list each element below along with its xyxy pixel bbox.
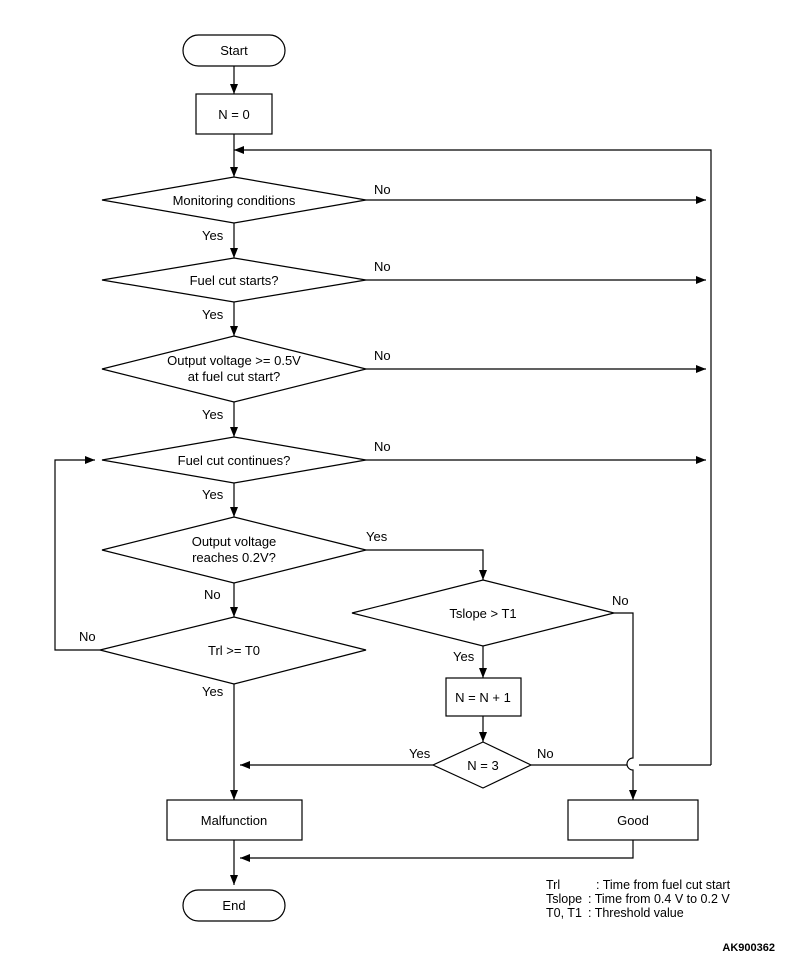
legend-def-trl: : Time from fuel cut start: [596, 878, 731, 892]
n-equals-3-label: N = 3: [467, 758, 498, 773]
label-fuel-cut-starts-no: No: [374, 259, 391, 274]
decision-n-equals-3: N = 3: [431, 741, 533, 789]
figure-code: AK900362: [722, 942, 775, 954]
legend-def-tslope: : Time from 0.4 V to 0.2 V: [588, 892, 730, 906]
decision-tslope: Tslope > T1: [351, 579, 615, 647]
decision-reaches-voltage: Output voltage reaches 0.2V?: [101, 516, 367, 584]
fuel-cut-continues-label: Fuel cut continues?: [178, 453, 291, 468]
label-fuel-cut-continues-yes: Yes: [202, 487, 224, 502]
label-reaches-no: No: [204, 587, 221, 602]
tslope-label: Tslope > T1: [449, 606, 516, 621]
increment-label: N = N + 1: [455, 690, 511, 705]
label-trl-yes: Yes: [202, 684, 224, 699]
malfunction-label: Malfunction: [201, 813, 267, 828]
edges: [54, 66, 712, 885]
node-start: Start: [182, 34, 286, 67]
label-output-voltage-yes: Yes: [202, 407, 224, 422]
node-malfunction: Malfunction: [166, 799, 303, 841]
label-tslope-yes: Yes: [453, 649, 475, 664]
label-n-equals-3-no: No: [537, 746, 554, 761]
label-n-equals-3-yes: Yes: [409, 746, 431, 761]
decision-fuel-cut-continues: Fuel cut continues?: [101, 436, 367, 484]
edge-good-to-merge: [240, 840, 634, 862]
decision-monitoring: Monitoring conditions: [101, 176, 367, 224]
edge-reaches-yes: [366, 549, 487, 580]
label-monitoring-yes: Yes: [202, 228, 224, 243]
fuel-cut-starts-label: Fuel cut starts?: [190, 273, 279, 288]
label-reaches-yes: Yes: [366, 529, 388, 544]
start-label: Start: [220, 43, 248, 58]
node-increment: N = N + 1: [445, 677, 522, 717]
label-tslope-no: No: [612, 593, 629, 608]
legend-term-trl: Trl: [546, 878, 560, 892]
label-fuel-cut-starts-yes: Yes: [202, 307, 224, 322]
legend-term-tslope: Tslope: [546, 892, 582, 906]
reaches-label-line1: Output voltage: [192, 534, 277, 549]
good-label: Good: [617, 813, 649, 828]
init-label: N = 0: [218, 107, 249, 122]
node-end: End: [182, 889, 286, 922]
label-fuel-cut-continues-no: No: [374, 439, 391, 454]
label-output-voltage-no: No: [374, 348, 391, 363]
output-voltage-label-line1: Output voltage >= 0.5V: [167, 353, 301, 368]
edge-labels: No Yes No Yes No Yes No Yes Yes No No No…: [79, 182, 629, 761]
node-init: N = 0: [195, 93, 273, 135]
edge-tslope-no: [614, 612, 637, 800]
decision-trl: Trl >= T0: [99, 616, 367, 685]
legend: Trl : Time from fuel cut start Tslope : …: [546, 878, 731, 920]
reaches-label-line2: reaches 0.2V?: [192, 550, 276, 565]
output-voltage-label-line2: at fuel cut start?: [188, 369, 281, 384]
edge-trl-no: [54, 456, 100, 651]
monitoring-label: Monitoring conditions: [173, 193, 296, 208]
label-trl-no: No: [79, 629, 96, 644]
decision-output-voltage: Output voltage >= 0.5V at fuel cut start…: [101, 335, 367, 403]
legend-def-t0t1: : Threshold value: [588, 906, 684, 920]
label-monitoring-no: No: [374, 182, 391, 197]
node-good: Good: [567, 799, 699, 841]
end-label: End: [222, 898, 245, 913]
trl-label: Trl >= T0: [208, 643, 260, 658]
edge-loop-return: [234, 146, 712, 765]
decision-fuel-cut-starts: Fuel cut starts?: [101, 257, 367, 303]
legend-term-t0t1: T0, T1: [546, 906, 582, 920]
